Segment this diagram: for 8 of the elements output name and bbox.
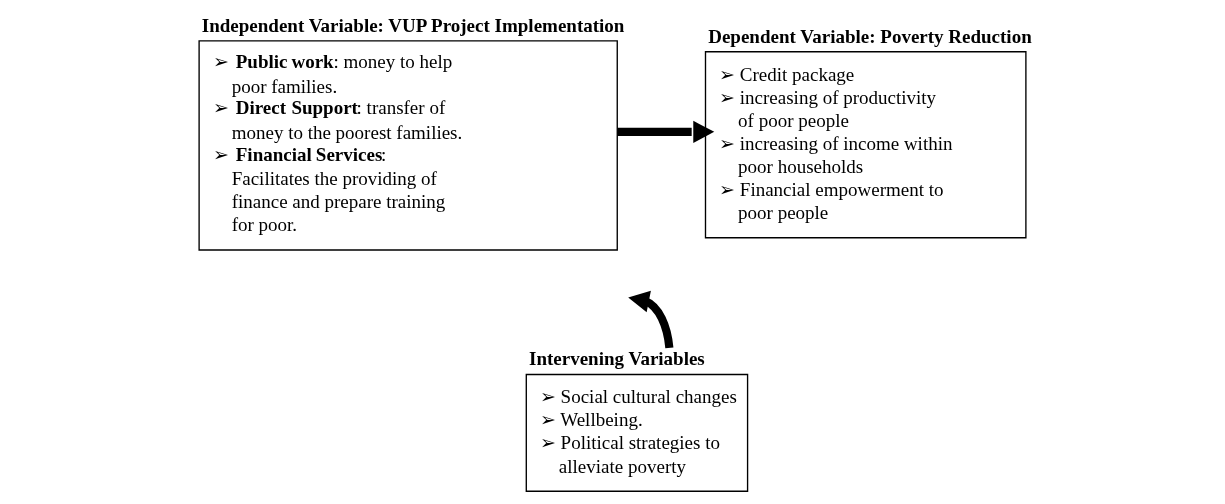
node-label: Dependent Variable: Poverty Reduction	[708, 25, 1032, 47]
arrow	[617, 120, 715, 143]
node-label: Intervening Variables	[529, 347, 705, 369]
node-box: ➢ Social cultural changes ➢ Wellbeing. ➢ Political strategies to alleviate poverty	[525, 373, 749, 492]
node-label: Independent Variable: VUP Project Implementation	[201, 14, 625, 36]
node-box: ➢ Public work: money to help poor families. ➢ Direct Support: transfer of money to the poorest families. ➢ Financial Services: Facilitates the providing of finance and prepare training for poor.	[198, 39, 618, 251]
arrow	[628, 290, 674, 348]
node-box: ➢ Credit package ➢ increasing of productivity of poor people ➢ increasing of income within poor households ➢ Financial empowerment to poor people	[704, 50, 1027, 238]
